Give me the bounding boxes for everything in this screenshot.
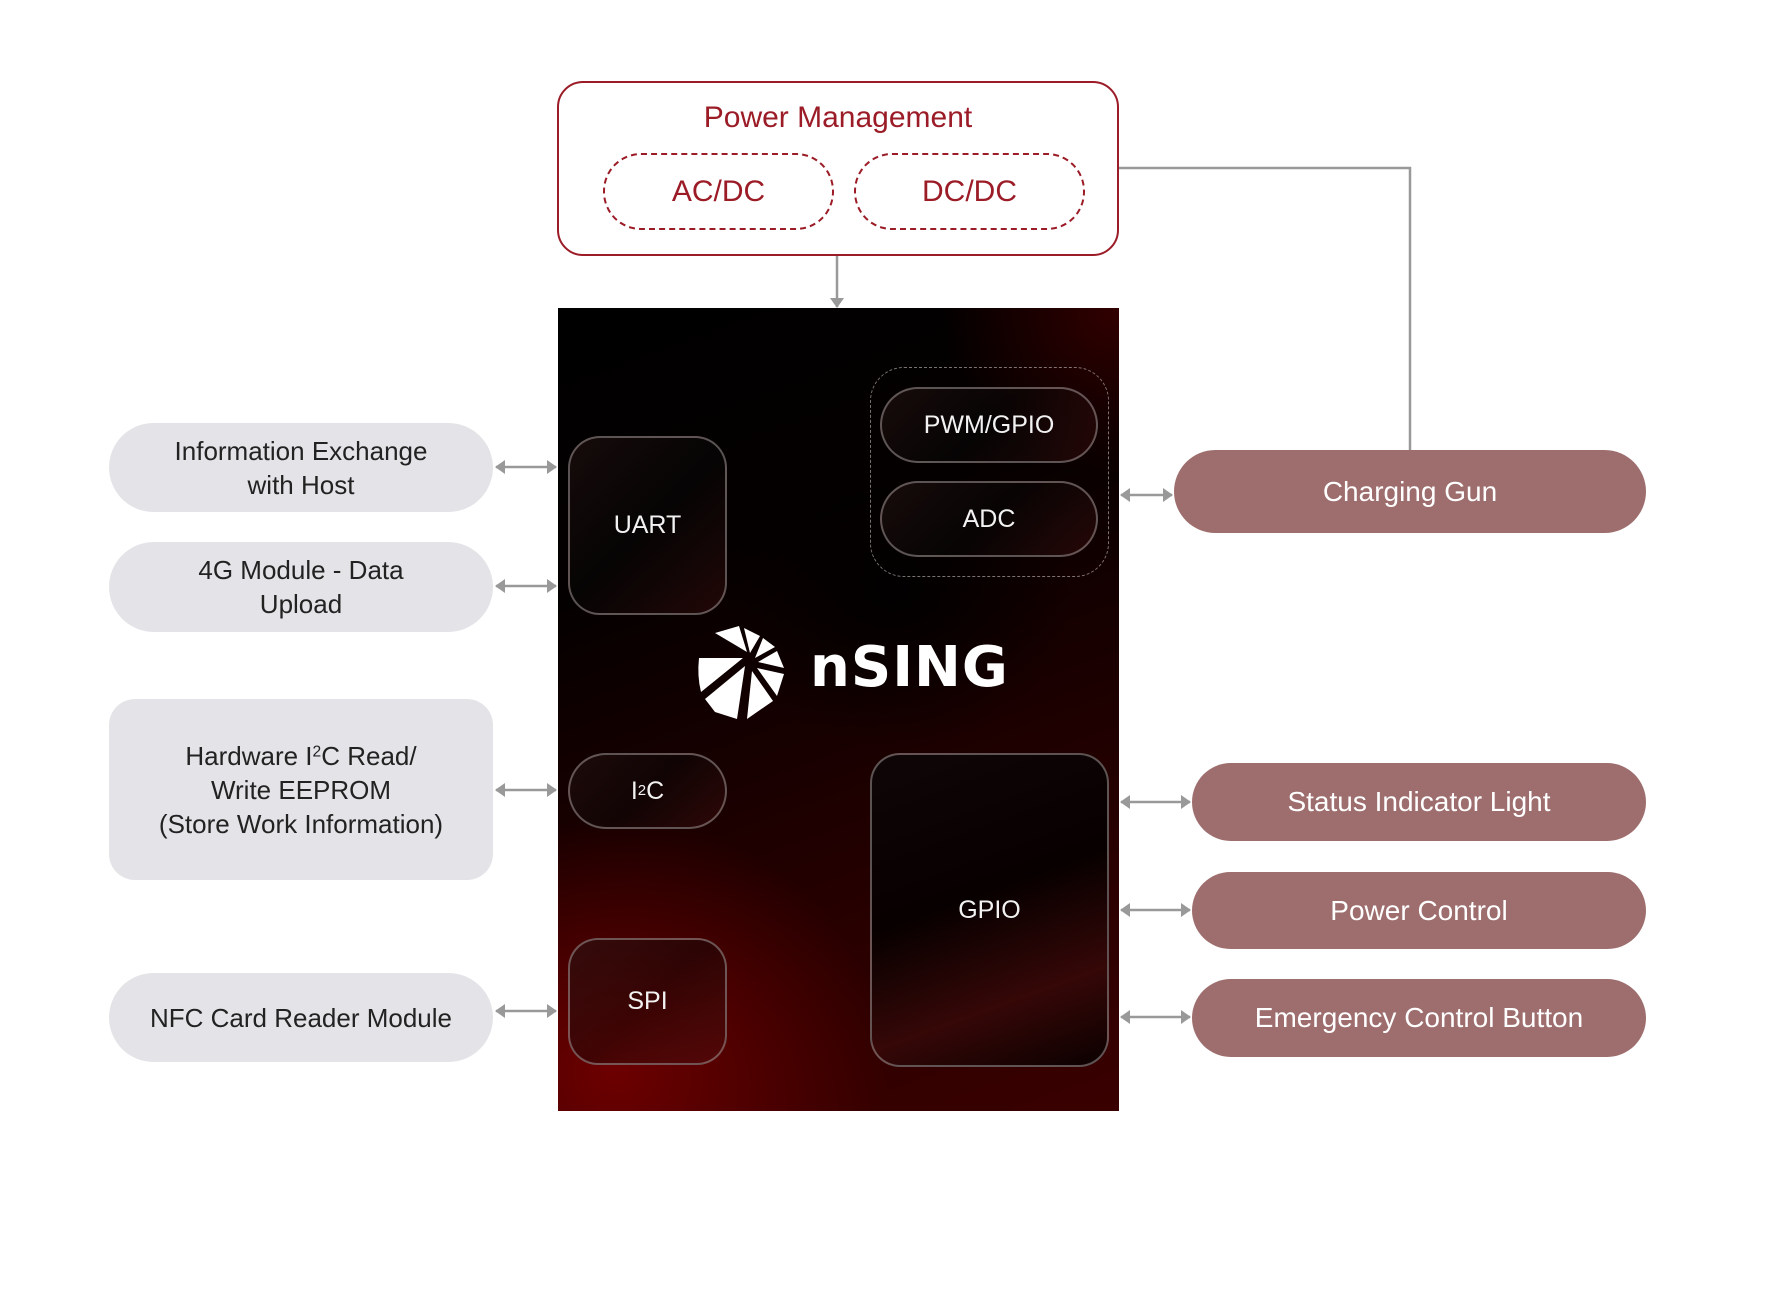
- nsing-logo-icon: [698, 626, 784, 719]
- label-part: C Read/: [321, 740, 417, 771]
- nfc-card-reader-module: NFC Card Reader Module: [109, 973, 493, 1062]
- label-line: Hardware I2C Read/: [159, 739, 443, 773]
- label-line: Write EEPROM: [210, 774, 392, 805]
- 4g-module: 4G Module - Data Upload: [109, 542, 493, 632]
- ac-dc-block: AC/DC: [603, 153, 834, 230]
- pwm-adc-group: [870, 367, 1109, 577]
- label-sup: 2: [312, 742, 322, 760]
- charging-gun-module: Charging Gun: [1174, 450, 1646, 533]
- pwm-gpio-block: PWM/GPIO: [880, 387, 1098, 463]
- adc-block: ADC: [880, 481, 1098, 557]
- eeprom-module: Hardware I2C Read/ Write EEPROM (Store W…: [109, 699, 493, 880]
- emergency-control-button-module: Emergency Control Button: [1192, 979, 1646, 1057]
- label-line: (Store Work Information): [158, 808, 444, 839]
- power-management-box: [557, 81, 1119, 256]
- gpio-block: GPIO: [870, 753, 1109, 1067]
- power-management-title: Power Management: [703, 101, 973, 134]
- uart-block: UART: [568, 436, 727, 615]
- module-label: Hardware I2C Read/ Write EEPROM (Store W…: [159, 739, 443, 841]
- label-line: 4G Module - Data: [198, 555, 404, 585]
- module-label: 4G Module - Data Upload: [198, 553, 403, 621]
- module-label: Information Exchange with Host: [175, 434, 428, 502]
- i2c-label-base: I: [630, 776, 638, 805]
- dc-dc-block: DC/DC: [854, 153, 1085, 230]
- label-line: Upload: [259, 589, 343, 619]
- i2c-label-tail: C: [646, 776, 665, 805]
- spi-block: SPI: [568, 938, 727, 1065]
- status-indicator-light-module: Status Indicator Light: [1192, 763, 1646, 841]
- nsing-logo-text: nSING: [810, 635, 1009, 700]
- module-label: NFC Card Reader Module: [149, 1002, 452, 1033]
- power-control-module: Power Control: [1192, 872, 1646, 949]
- label-line: with Host: [247, 469, 355, 500]
- label-part: Hardware I: [185, 740, 313, 771]
- info-exchange-host-module: Information Exchange with Host: [109, 423, 493, 512]
- label-line: Information Exchange: [174, 435, 428, 466]
- power-to-charging-gun-line: [1119, 166, 1412, 450]
